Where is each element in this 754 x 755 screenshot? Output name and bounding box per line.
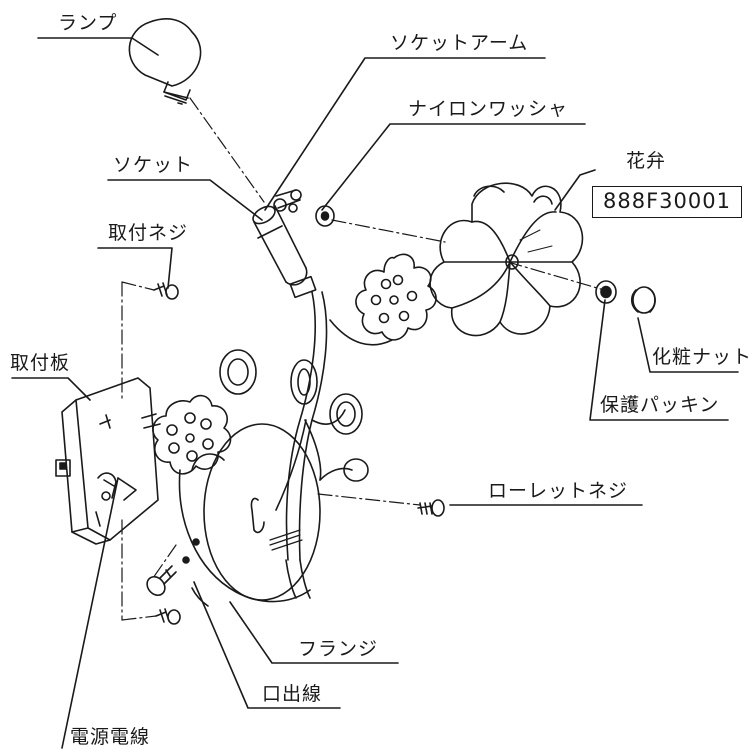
ring-leaves: [219, 349, 369, 482]
nylon-washer: [315, 205, 335, 227]
socket: [252, 189, 317, 299]
decorative-nut: [630, 286, 656, 314]
lamp-bulb: [128, 18, 202, 105]
mounting-plate: [55, 377, 161, 545]
label-socket-arm: ソケットアーム: [390, 32, 529, 54]
flange: [178, 423, 321, 607]
mounting-screw-lower: [155, 608, 181, 625]
label-protective-packing: 保護パッキン: [600, 394, 720, 416]
label-lamp: ランプ: [58, 12, 118, 34]
mounting-screw-upper: [153, 282, 179, 300]
label-decorative-nut: 化粧ナット: [652, 346, 753, 368]
label-petal: 花弁: [626, 150, 667, 172]
part-number-box: 888F30001: [592, 186, 742, 218]
label-mounting-screw: 取付ネジ: [108, 222, 189, 244]
small-flower-upper: [355, 253, 437, 341]
label-socket: ソケット: [113, 154, 194, 176]
label-power-wire: 電源電線: [70, 726, 151, 748]
assembly-axis-lines: [121, 97, 605, 621]
arm-stems: [269, 291, 393, 599]
label-mounting-plate: 取付板: [10, 352, 71, 374]
flange-screw: [146, 565, 177, 597]
label-knurled-screw: ローレットネジ: [488, 480, 629, 502]
small-flower-lower: [152, 394, 232, 475]
petal: [429, 182, 584, 337]
protective-packing: [595, 280, 617, 304]
label-nylon-washer: ナイロンワッシャ: [408, 98, 569, 120]
knurled-screw: [417, 499, 445, 517]
leader-lines: [11, 37, 739, 749]
label-outlet-wire: 口出線: [262, 683, 323, 705]
label-flange: フランジ: [298, 638, 379, 660]
